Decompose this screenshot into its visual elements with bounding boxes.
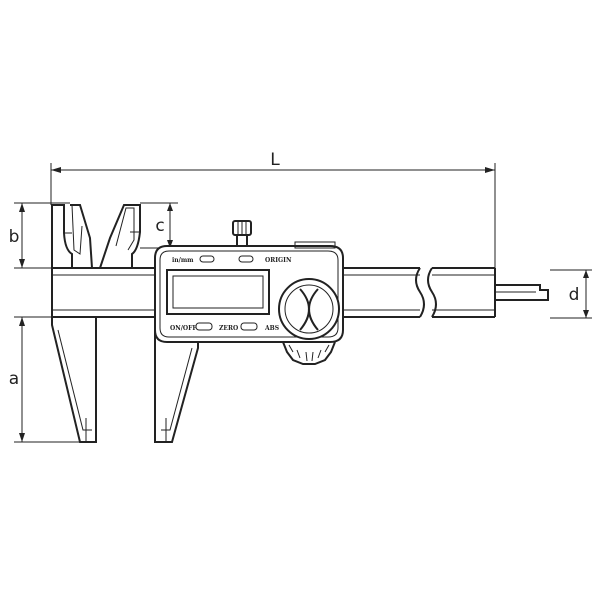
dimension-a-label: a <box>9 369 19 389</box>
dimension-c-label: c <box>155 216 164 236</box>
zero-button[interactable]: ZERO <box>219 322 258 332</box>
sliding-jaw-upper <box>99 204 141 269</box>
dimension-L: L <box>50 150 496 268</box>
onoff-button[interactable]: ON/OFF <box>170 322 213 332</box>
dimension-b-label: b <box>9 227 20 247</box>
main-beam <box>51 267 496 318</box>
depth-rod <box>495 284 549 301</box>
lcd-display <box>166 269 270 315</box>
dimension-b: b <box>9 202 70 269</box>
fixed-jaw-upper <box>51 204 93 269</box>
abs-button-label: ABS <box>264 325 279 332</box>
origin-button-label: ORIGIN <box>265 257 292 264</box>
unit-button[interactable]: in/mm <box>172 255 215 264</box>
dimension-d-label: d <box>569 285 580 305</box>
dimension-c: c <box>140 202 178 249</box>
dimension-a: a <box>9 316 80 443</box>
origin-button[interactable]: ORIGIN <box>238 255 292 264</box>
fixed-jaw-lower <box>51 317 97 443</box>
dimension-d: d <box>550 269 592 319</box>
abs-button[interactable]: ABS <box>264 325 279 332</box>
unit-button-label: in/mm <box>172 257 194 264</box>
onoff-button-label: ON/OFF <box>170 325 197 332</box>
zero-button-label: ZERO <box>219 325 238 332</box>
thumb-wheel[interactable] <box>278 278 340 365</box>
dimension-L-label: L <box>270 150 280 170</box>
lock-screw[interactable] <box>232 220 252 247</box>
